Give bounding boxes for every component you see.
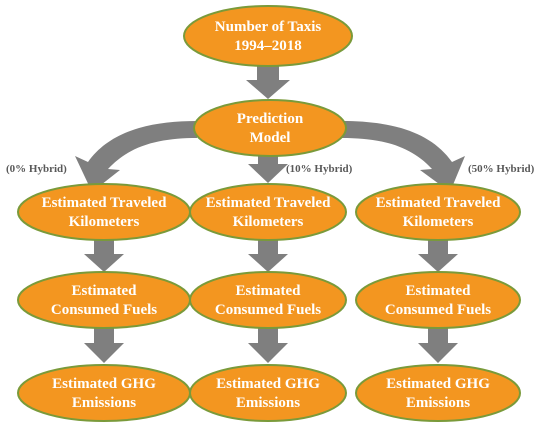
node-fuel-left: Estimated Consumed Fuels [17,271,191,329]
node-km-center-line2: Kilometers [233,214,304,230]
node-prediction-model-line1: Prediction [237,111,304,127]
node-ghg-left: Estimated GHG Emissions [17,364,191,422]
node-km-left-line1: Estimated Traveled [42,195,168,211]
arrow-down-model-to-km-center [248,153,288,183]
arrow-down-km-to-fuel-right [418,240,458,272]
node-km-right-shape [355,183,521,241]
arrow-down-km-to-fuel-left [84,240,124,272]
node-km-right-line1: Estimated Traveled [376,195,502,211]
node-km-right-line2: Kilometers [403,214,474,230]
node-fuel-left-line1: Estimated [72,283,138,299]
node-ghg-right: Estimated GHG Emissions [355,364,521,422]
node-number-of-taxis-line1: Number of Taxis [215,19,322,35]
node-fuel-right-line2: Consumed Fuels [385,302,491,318]
arrows [75,64,465,363]
node-ghg-center-line1: Estimated GHG [216,376,320,392]
arrow-down-fuel-to-ghg-right [418,327,458,363]
node-ghg-right-line2: Emissions [406,395,470,411]
node-km-left-line2: Kilometers [69,214,140,230]
arrow-down-fuel-to-ghg-center [248,327,288,363]
node-prediction-model: Prediction Model [193,99,347,157]
node-number-of-taxis-shape [183,5,353,67]
arrow-curve-model-to-km-left [75,121,197,192]
node-number-of-taxis-line2: 1994–2018 [234,38,302,54]
node-fuel-center-line1: Estimated [236,283,302,299]
node-prediction-model-shape [193,99,347,157]
node-ghg-left-shape [17,364,191,422]
node-km-left-shape [17,183,191,241]
scenario-label-50-hybrid: (50% Hybrid) [468,163,535,175]
node-fuel-center-line2: Consumed Fuels [215,302,321,318]
node-ghg-center-shape [189,364,347,422]
node-km-center: Estimated Traveled Kilometers [189,183,347,241]
node-ghg-center: Estimated GHG Emissions [189,364,347,422]
node-ghg-right-line1: Estimated GHG [386,376,490,392]
node-km-left: Estimated Traveled Kilometers [17,183,191,241]
scenario-label-10-hybrid: (10% Hybrid) [286,163,353,175]
node-ghg-right-shape [355,364,521,422]
node-fuel-left-shape [17,271,191,329]
node-prediction-model-line2: Model [250,130,291,146]
node-ghg-left-line1: Estimated GHG [52,376,156,392]
node-fuel-right-shape [355,271,521,329]
node-km-center-shape [189,183,347,241]
arrow-down-top-to-model [246,64,290,99]
node-fuel-center-shape [189,271,347,329]
node-ghg-left-line2: Emissions [72,395,136,411]
scenario-label-0-hybrid: (0% Hybrid) [6,163,67,175]
arrow-down-km-to-fuel-center [248,240,288,272]
node-ghg-center-line2: Emissions [236,395,300,411]
node-fuel-left-line2: Consumed Fuels [51,302,157,318]
node-number-of-taxis: Number of Taxis 1994–2018 [183,5,353,67]
node-km-center-line1: Estimated Traveled [206,195,332,211]
node-fuel-right: Estimated Consumed Fuels [355,271,521,329]
node-fuel-center: Estimated Consumed Fuels [189,271,347,329]
arrow-curve-model-to-km-right [342,121,465,192]
node-km-right: Estimated Traveled Kilometers [355,183,521,241]
arrow-down-fuel-to-ghg-left [84,327,124,363]
node-fuel-right-line1: Estimated [406,283,472,299]
